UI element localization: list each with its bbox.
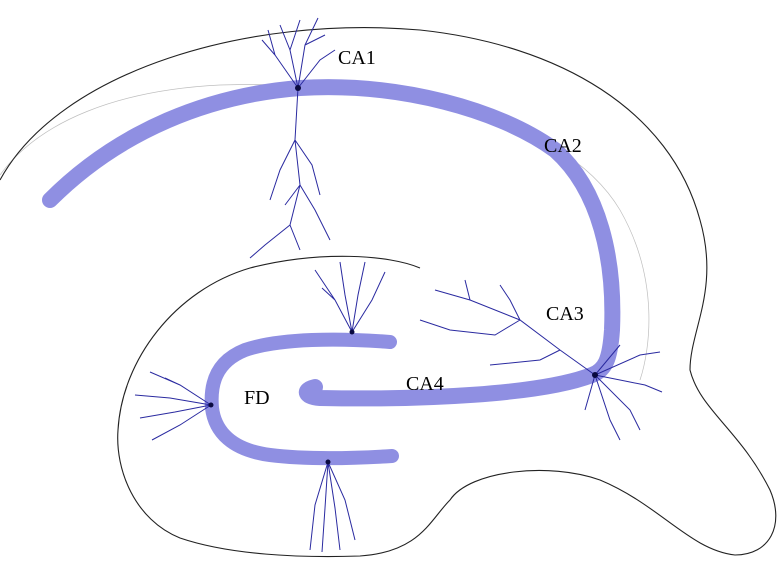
label-ca1: CA1	[338, 48, 376, 68]
label-ca2: CA2	[544, 136, 582, 156]
fd-granule-neuron-upper	[315, 262, 385, 335]
label-ca4: CA4	[406, 374, 444, 394]
label-ca3: CA3	[546, 304, 584, 324]
ca3-pyramidal-neuron	[420, 280, 662, 440]
label-fd: FD	[244, 388, 270, 408]
ca1-pyramidal-neuron	[250, 18, 335, 258]
fd-granule-neuron-lower	[310, 460, 355, 553]
fd-granule-neuron-left	[135, 372, 214, 440]
cornu-ammonis-cell-layer	[50, 87, 612, 398]
outer-hippocampus-outline	[0, 28, 776, 557]
